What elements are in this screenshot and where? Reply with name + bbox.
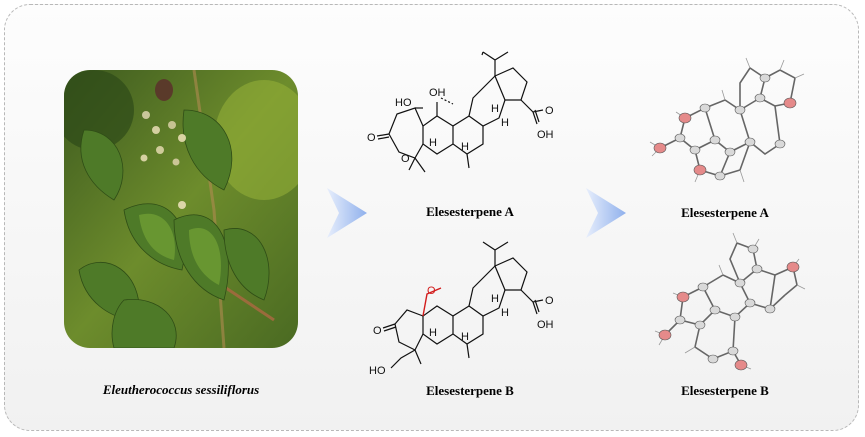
atom-label: O [545,295,554,307]
atom-label: O [401,153,410,165]
plant-photo [64,70,298,348]
crystal-structure-a [649,57,805,183]
atom-label: HO [369,365,386,377]
atom-label: H [491,103,499,115]
atom-label: H [491,293,499,305]
atom-label: OH [537,319,554,331]
structure-elesesterpene-a: HO OH H H H H O OH O O [367,51,554,173]
atom-label: H [501,117,509,129]
arrow-right-icon [327,188,367,238]
atom-label: O [545,105,554,117]
compound-name: Elesesterpene B [426,383,514,398]
atom-label: H [501,307,509,319]
atom-label: O [367,132,376,144]
atom-label: O [373,325,382,337]
atom-label: HO [395,97,412,109]
photo-caption: Eleutherococcus sessiliflorus [102,382,260,397]
atom-label: H [461,331,469,343]
structure-elesesterpene-b: O H H H H O OH O HO [369,241,554,377]
crystal-label: Elesesterpene B [681,383,769,398]
atom-label: O [427,285,436,297]
arrow-right-icon [586,188,626,238]
compound-name: Elesesterpene A [426,204,514,219]
atom-label: H [429,327,437,339]
atom-label: OH [537,129,554,141]
crystal-structure-b [654,232,806,371]
atom-label: H [429,137,437,149]
crystal-label: Elesesterpene A [681,205,769,220]
atom-label: H [461,141,469,153]
atom-label: OH [429,87,446,99]
